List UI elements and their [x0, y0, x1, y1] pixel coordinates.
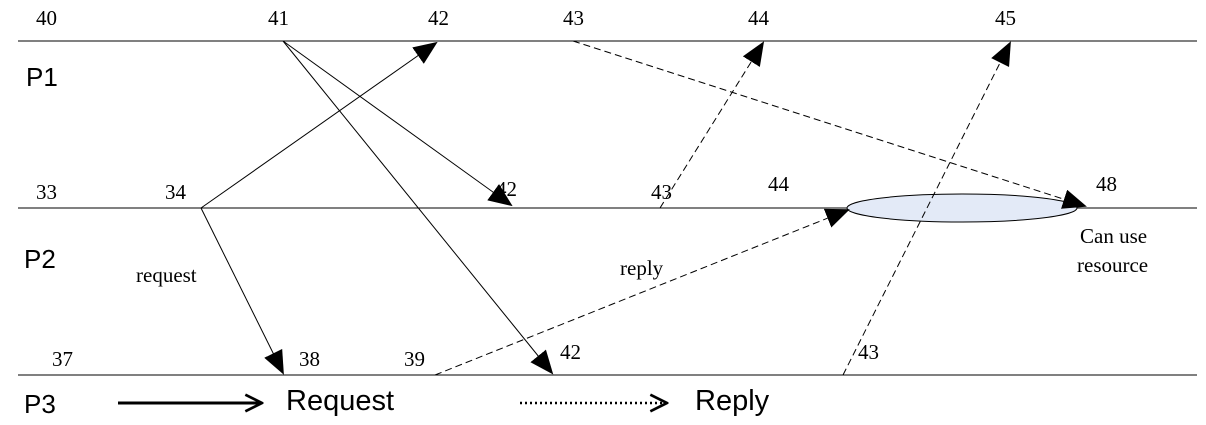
- legend: Request Reply: [118, 385, 770, 417]
- critical-section-ellipse: [846, 193, 1078, 223]
- request-message-p2-to-p1: [200, 41, 438, 209]
- p2-timestamp: 44: [768, 172, 790, 196]
- request-message-p2-to-p3: [200, 207, 284, 375]
- legend-request-label: Request: [286, 385, 394, 417]
- p2-label: P2: [24, 244, 56, 274]
- request-annotation: request: [136, 263, 197, 287]
- p3-timestamp: 43: [858, 340, 879, 364]
- reply-annotation: reply: [620, 256, 664, 280]
- reply-message-p1-to-p2: [572, 40, 1087, 209]
- p1-timestamp: 44: [748, 6, 770, 30]
- p3-timestamp: 37: [52, 347, 73, 371]
- p3-timestamp: 39: [404, 347, 425, 371]
- p3-timestamp: 38: [299, 347, 320, 371]
- request-message-p1-to-p3: [282, 40, 554, 375]
- p2-timestamp: 33: [36, 180, 57, 204]
- resource-annotation-line1: Can use: [1080, 224, 1147, 248]
- reply-message-p3-to-p2: [434, 208, 850, 376]
- p1-timestamp: 43: [563, 6, 584, 30]
- p1-timestamp: 40: [36, 6, 57, 30]
- reply-message-p2-to-p1: [659, 41, 765, 209]
- legend-reply-label: Reply: [695, 385, 770, 417]
- p1-timestamp: 42: [428, 6, 449, 30]
- p2-timestamp: 34: [165, 180, 187, 204]
- p2-timestamp: 43: [651, 180, 672, 204]
- reply-message-p3-to-p1: [842, 41, 1011, 376]
- resource-annotation-line2: resource: [1077, 253, 1148, 277]
- p3-label: P3: [24, 389, 56, 419]
- p1-timestamp: 41: [268, 6, 289, 30]
- p3-timestamp: 42: [560, 340, 581, 364]
- p2-timestamp: 42: [496, 177, 517, 201]
- p1-label: P1: [26, 62, 58, 92]
- request-message-p1-to-p2: [282, 40, 513, 207]
- p1-timestamp: 45: [995, 6, 1016, 30]
- p2-timestamp: 48: [1096, 172, 1117, 196]
